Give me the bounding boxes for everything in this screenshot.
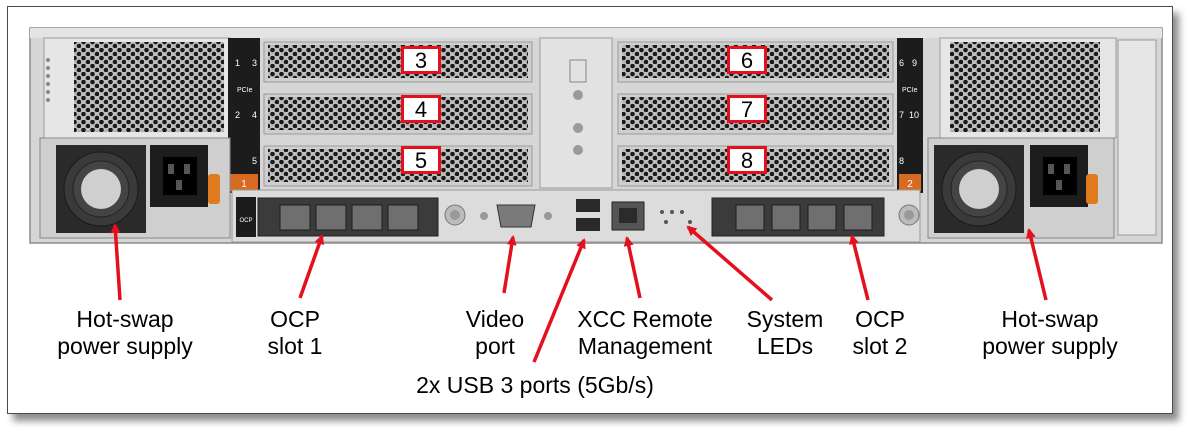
callout-ocp1: OCP slot 1 <box>240 306 350 360</box>
ocp1-tag: OCP <box>239 218 252 224</box>
callout-ocp1-line2: slot 1 <box>267 333 323 359</box>
callout-psu-right-line1: Hot-swap <box>1001 306 1099 332</box>
right-vent-grille <box>950 42 1100 132</box>
riser-left-num-4: 4 <box>252 110 257 120</box>
pcie-slots-left <box>263 41 533 187</box>
callout-psu-left-line1: Hot-swap <box>76 306 174 332</box>
arrow-usb <box>532 238 586 363</box>
riser-right-num-7: 7 <box>899 110 904 120</box>
callout-psu-left-line2: power supply <box>57 333 193 359</box>
arrow-ocp1 <box>298 234 325 299</box>
callout-xcc: XCC Remote Management <box>560 306 730 360</box>
fan-right-icon <box>959 169 999 209</box>
slot-label-7: 7 <box>727 95 767 123</box>
arrow-video <box>502 235 517 294</box>
callout-ocp2: OCP slot 2 <box>825 306 935 360</box>
callout-psu-right-line2: power supply <box>982 333 1118 359</box>
slot-label-8: 8 <box>727 146 767 174</box>
callout-leds-line2: LEDs <box>756 333 814 359</box>
arrow-psu-right <box>1026 228 1048 301</box>
arrow-xcc <box>623 236 642 299</box>
arrow-psu-left <box>110 223 122 301</box>
riser-left-num-1: 1 <box>235 58 240 68</box>
callout-xcc-line1: XCC Remote <box>577 306 713 332</box>
riser-left-num-3: 3 <box>252 58 257 68</box>
center-panel <box>539 37 613 189</box>
riser-right-num-8: 8 <box>899 156 904 166</box>
callout-ocp2-line1: OCP <box>855 306 905 332</box>
riser-left-tag: 1 <box>241 179 247 190</box>
callout-leds: System LEDs <box>730 306 840 360</box>
arrow-ocp2 <box>849 234 870 301</box>
callout-xcc-line2: Management <box>577 333 713 359</box>
left-vent-grille <box>74 42 224 132</box>
callout-video-line2: port <box>475 333 515 359</box>
fan-left-icon <box>81 169 121 209</box>
riser-right-num-6: 6 <box>899 58 904 68</box>
video-port <box>496 204 536 228</box>
riser-left-pcie: PCIe <box>237 87 253 94</box>
usb-port-1 <box>576 199 600 212</box>
slot-label-3: 3 <box>401 46 441 74</box>
callout-psu-right: Hot-swap power supply <box>965 306 1135 360</box>
riser-right-tag: 2 <box>907 179 913 190</box>
arrow-leds <box>686 225 774 302</box>
callout-video-line1: Video <box>465 306 525 332</box>
callout-ocp2-line2: slot 2 <box>852 333 908 359</box>
system-leds <box>660 210 692 224</box>
slot-label-6: 6 <box>727 46 767 74</box>
riser-left-num-2: 2 <box>235 110 240 120</box>
usb-port-2 <box>576 218 600 231</box>
riser-right-num-10: 10 <box>909 110 919 120</box>
callout-leds-line1: System <box>746 306 824 332</box>
callout-usb: 2x USB 3 ports (5Gb/s) <box>416 372 654 398</box>
riser-right-pcie: PCIe <box>902 87 918 94</box>
callout-ocp1-line1: OCP <box>270 306 320 332</box>
riser-1-label-strip <box>228 38 260 193</box>
slot-label-4: 4 <box>401 95 441 123</box>
riser-right-num-9: 9 <box>912 58 917 68</box>
callout-psu-left: Hot-swap power supply <box>40 306 210 360</box>
riser-2-label-strip <box>897 38 923 193</box>
riser-left-num-5: 5 <box>252 156 257 166</box>
callout-video: Video port <box>445 306 545 360</box>
slot-label-5: 5 <box>401 146 441 174</box>
